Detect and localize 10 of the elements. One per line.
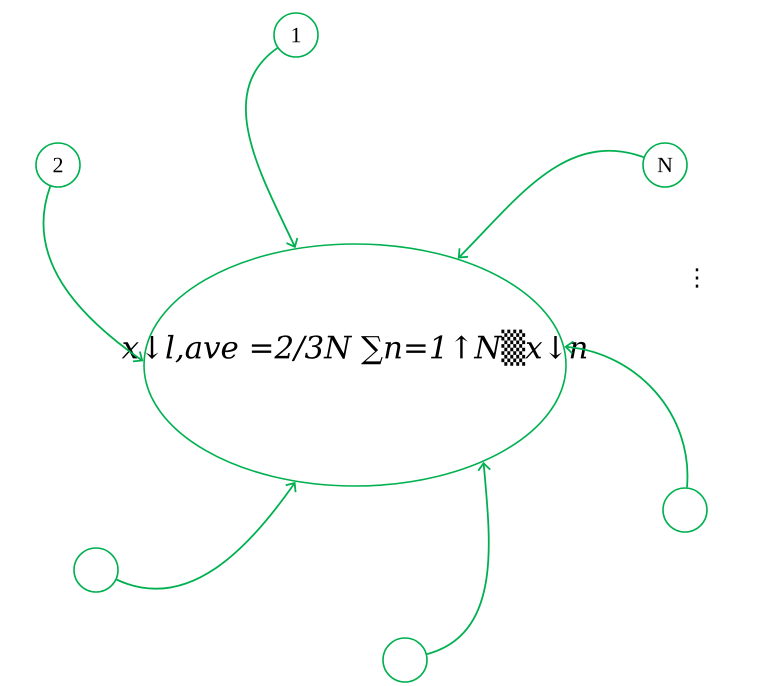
arrow — [426, 462, 491, 655]
arrow — [245, 47, 298, 248]
arrow — [458, 150, 644, 259]
empty-circle — [662, 487, 708, 533]
arrow — [42, 186, 144, 362]
vertical-dots: ⋮ — [696, 268, 698, 288]
empty-circle — [382, 637, 428, 683]
arrow — [116, 482, 296, 590]
arrow — [564, 340, 688, 488]
empty-circle — [73, 547, 119, 593]
